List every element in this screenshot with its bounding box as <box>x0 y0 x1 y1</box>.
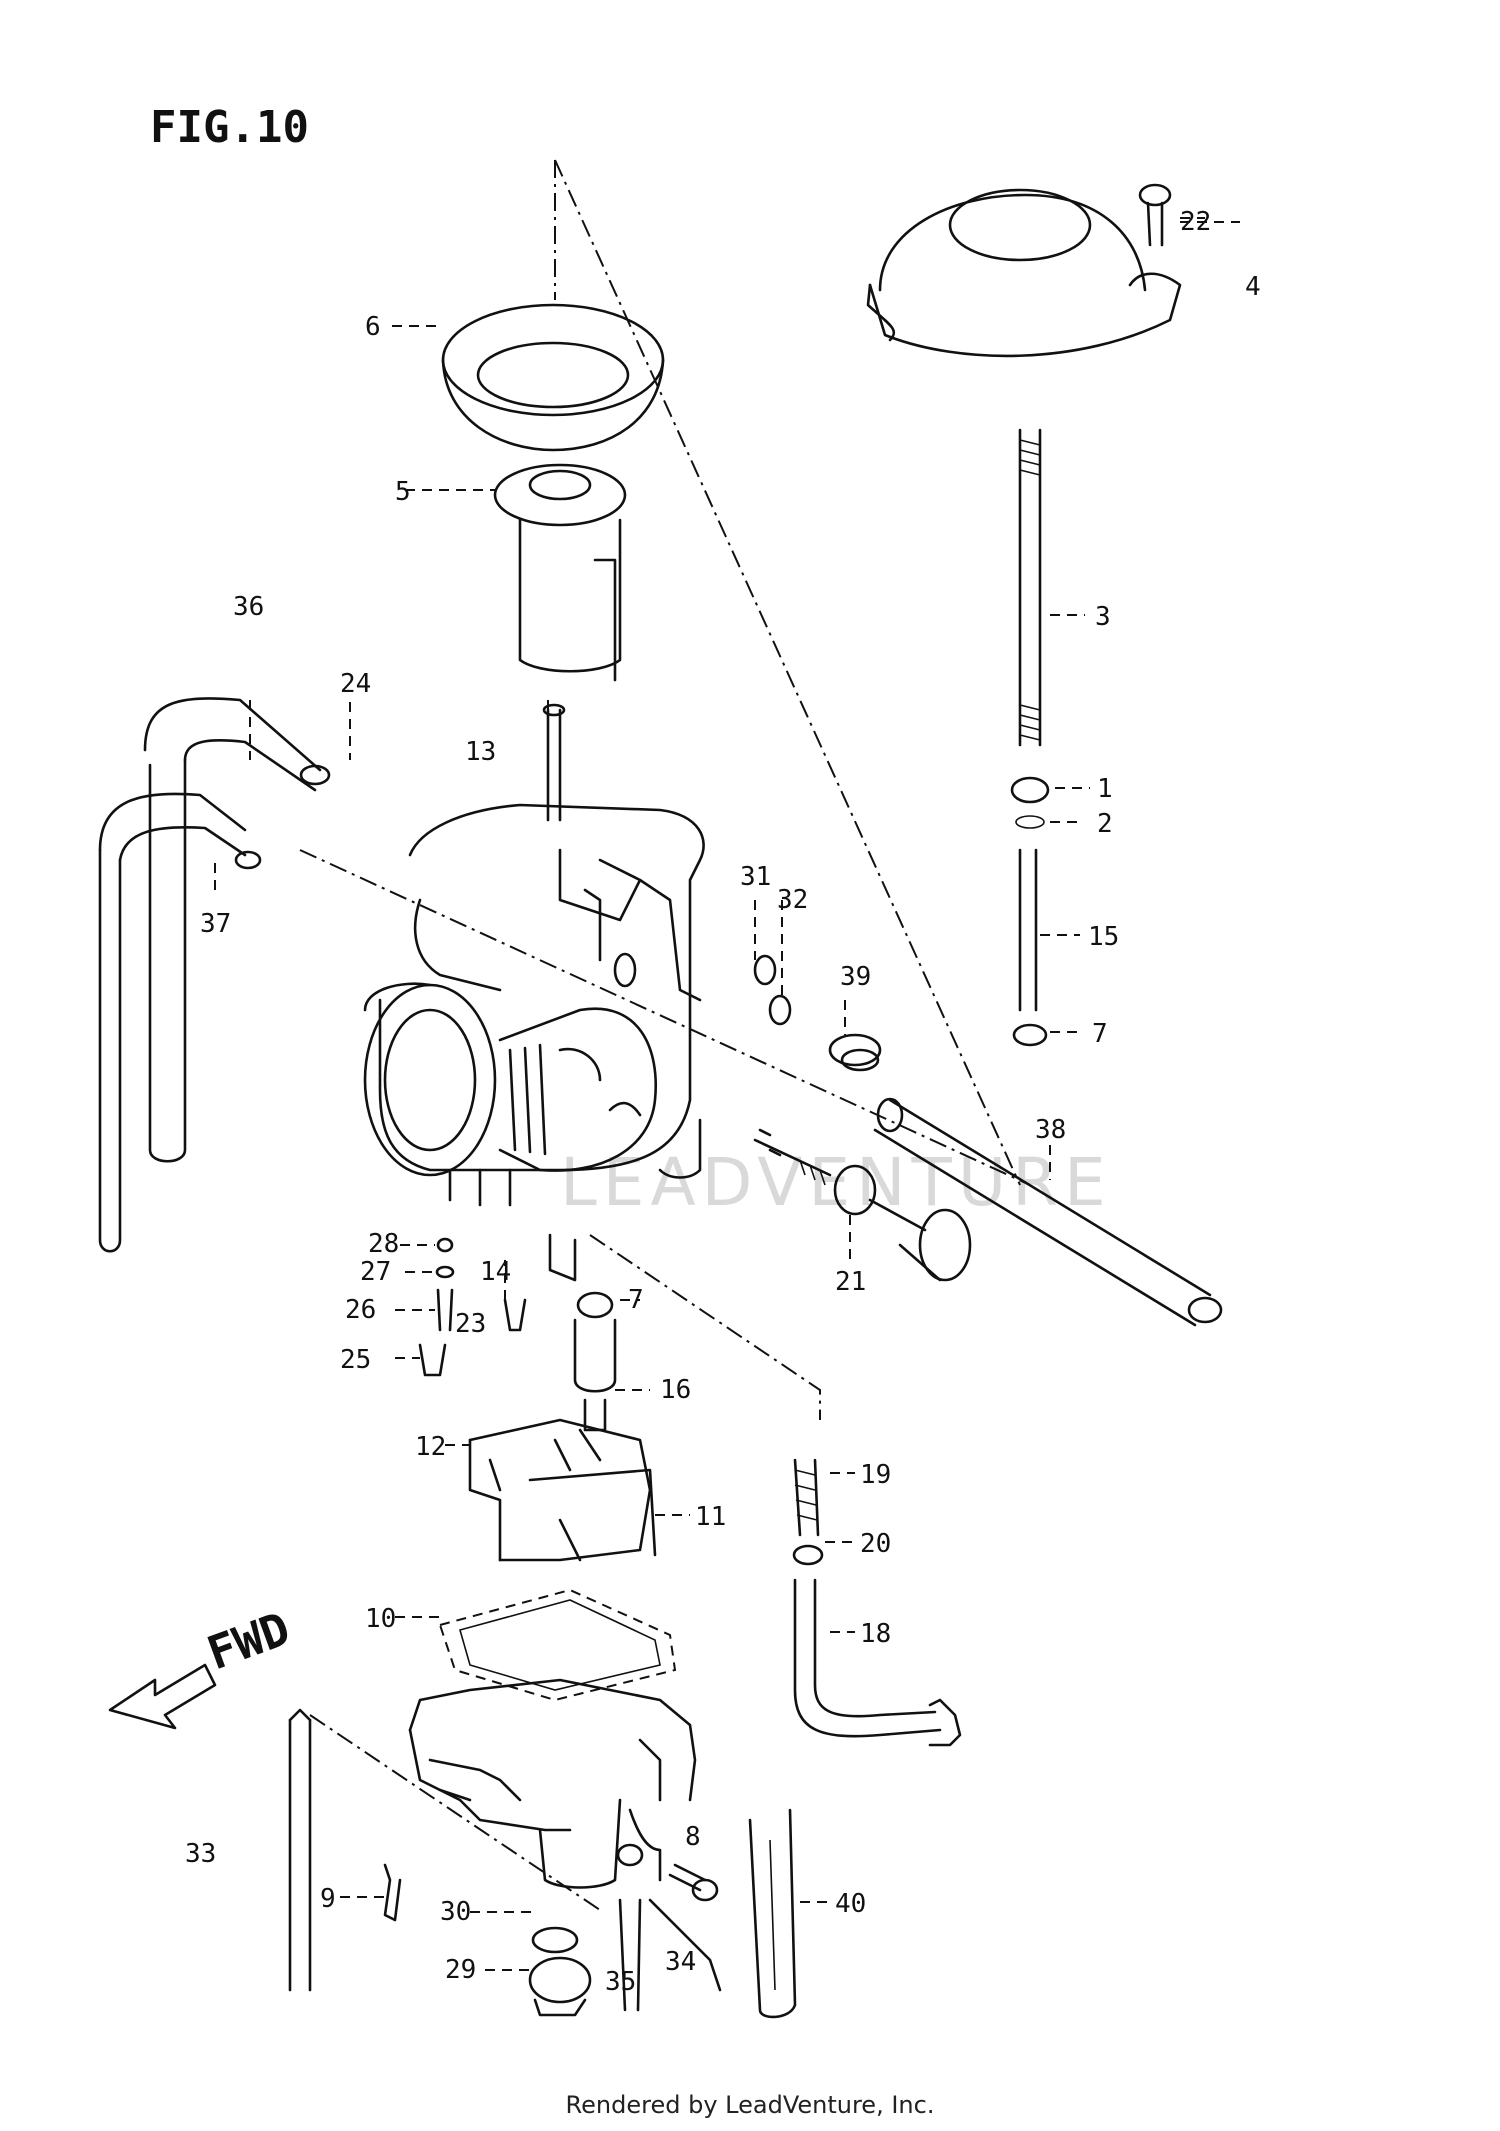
bolts-parts <box>383 1863 719 1922</box>
forward-arrow-icon: FWD <box>108 1601 297 1730</box>
leader-lines <box>214 217 1240 1971</box>
callout-31: 31 <box>740 862 771 892</box>
jet-needle-part <box>542 703 566 822</box>
callout-3: 3 <box>1095 602 1111 632</box>
overflow-tube-parts <box>792 1458 962 1747</box>
callout-35: 35 <box>605 1967 636 1997</box>
callout-19: 19 <box>860 1460 891 1490</box>
callout-34: 34 <box>665 1947 696 1977</box>
figure-title: FIG.10 <box>150 102 309 153</box>
callout-32: 32 <box>777 885 808 915</box>
callout-22: 22 <box>1180 207 1211 237</box>
callout-14: 14 <box>480 1257 511 1287</box>
gasket-part <box>438 1588 677 1702</box>
callout-38: 38 <box>1035 1115 1066 1145</box>
callout-7a: 7 <box>1092 1019 1108 1049</box>
callout-28: 28 <box>368 1229 399 1259</box>
top-cap-part <box>866 188 1182 358</box>
callout-23: 23 <box>455 1309 486 1339</box>
callout-6: 6 <box>365 312 381 342</box>
clamp-part-39 <box>828 1033 882 1072</box>
needle-jet-part <box>573 1291 617 1432</box>
callout-29: 29 <box>445 1955 476 1985</box>
callout-9: 9 <box>320 1884 336 1914</box>
part-40-strip <box>748 1808 797 2019</box>
callout-33: 33 <box>185 1839 216 1869</box>
callout-20: 20 <box>860 1529 891 1559</box>
callout-36: 36 <box>233 592 264 622</box>
callout-2: 2 <box>1097 809 1113 839</box>
float-chamber-part <box>408 1678 697 1889</box>
callout-10: 10 <box>365 1604 396 1634</box>
callout-18: 18 <box>860 1619 891 1649</box>
callout-7b: 7 <box>628 1285 644 1315</box>
callout-16: 16 <box>660 1375 691 1405</box>
callout-12: 12 <box>415 1432 446 1462</box>
callout-40: 40 <box>835 1889 866 1919</box>
guide-lines <box>299 159 1031 1911</box>
callout-13: 13 <box>465 737 496 767</box>
small-jets-parts <box>418 1233 577 1377</box>
callout-27: 27 <box>360 1257 391 1287</box>
footer-credit: Rendered by LeadVenture, Inc. <box>565 2091 935 2119</box>
callout-21: 21 <box>835 1267 866 1297</box>
clip-washer-parts <box>1010 776 1050 829</box>
small-screws-parts <box>753 954 792 1026</box>
funnel-ring-part <box>441 303 665 452</box>
callout-30: 30 <box>440 1897 471 1927</box>
throttle-valve-part <box>493 463 627 682</box>
throttle-rod-part <box>1018 428 1042 747</box>
callout-37: 37 <box>200 909 231 939</box>
tube-part-33 <box>288 1708 312 1992</box>
callout-39: 39 <box>840 962 871 992</box>
callout-24: 24 <box>340 669 371 699</box>
float-part <box>468 1418 657 1562</box>
callout-labels: 6 5 22 4 3 1 2 15 7 36 24 13 37 31 32 39… <box>185 207 1261 1997</box>
callout-11: 11 <box>695 1502 726 1532</box>
callout-5: 5 <box>395 477 411 507</box>
callout-25: 25 <box>340 1345 371 1375</box>
carburetor-body <box>363 803 705 1207</box>
idle-screw-part <box>753 1128 972 1282</box>
callout-1: 1 <box>1097 774 1113 804</box>
drain-tube-part-38 <box>873 1097 1223 1327</box>
callout-15: 15 <box>1088 922 1119 952</box>
needle-rod-part <box>1012 848 1048 1047</box>
callout-4: 4 <box>1245 272 1261 302</box>
drain-plug-parts <box>528 1898 722 2017</box>
callout-8: 8 <box>685 1822 701 1852</box>
vent-hoses-part <box>98 697 331 1253</box>
fwd-label: FWD <box>200 1601 297 1680</box>
screw-part-22 <box>1138 183 1172 247</box>
callout-26: 26 <box>345 1295 376 1325</box>
watermark-text: LEADVENTURE <box>560 1144 1112 1221</box>
